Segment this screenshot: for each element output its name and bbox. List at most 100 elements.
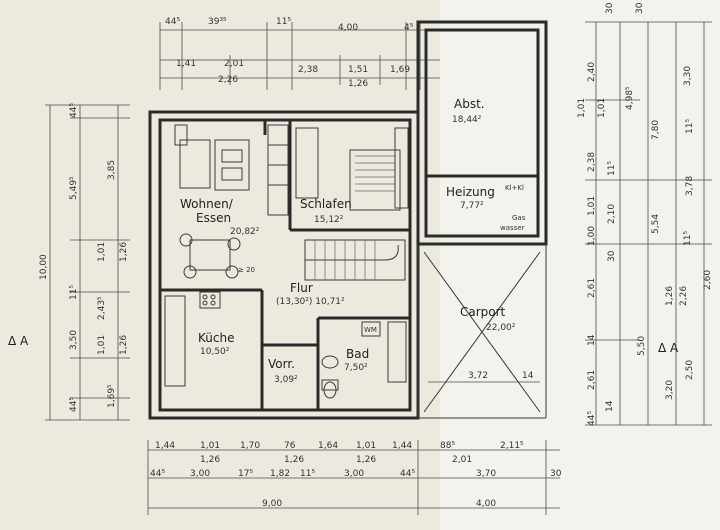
dim-bottom-total-right: 4,00	[476, 499, 496, 509]
dim-left-c3-6: 1,26	[119, 335, 129, 355]
bathroom-fixtures	[321, 321, 407, 399]
room-heizung-area: 7,77²	[460, 201, 484, 211]
dim-bottom3-4: 1,82	[270, 469, 290, 479]
room-abst-name: Abst.	[454, 97, 485, 111]
dim-bottom3-6: 3,00	[344, 469, 364, 479]
carport-14-dim: 14	[522, 371, 534, 381]
dim-top2-1: 1,41	[176, 59, 196, 69]
dim-left-c3-7: 1,69⁵	[107, 384, 117, 408]
dim-bottom3-8: 3,70	[476, 469, 496, 479]
dim-top-3: 11⁵	[276, 17, 291, 27]
room-bad-area: 7,50²	[344, 363, 368, 373]
dim-right-c1-14: 44⁵	[587, 411, 597, 426]
annex-walls	[416, 20, 548, 419]
gas-heater-label: Gas	[512, 214, 526, 222]
dim-top2-2: 2,01	[224, 59, 244, 69]
dim-right-c1-10: 2,61	[587, 278, 597, 298]
top-dimension-lines	[159, 22, 440, 90]
dim-top-4: 4,00	[338, 23, 358, 33]
dim-right-c1-13: 14	[605, 400, 615, 412]
dim-right-c1-6: 2,10	[607, 204, 617, 224]
dim-right-c2-8: 1,26	[665, 286, 675, 306]
dim-right-c1-7: 1,01	[587, 196, 597, 216]
room-wohnen-name2: Essen	[196, 211, 231, 225]
room-flur-name: Flur	[290, 281, 313, 295]
room-wohnen-name: Wohnen/	[180, 197, 234, 211]
dim-right-c1-11: 14	[587, 334, 597, 346]
dim-bottom3-3: 17⁵	[238, 469, 253, 479]
dim-left-c3-4: 2,43⁵	[97, 296, 107, 320]
living-furniture	[174, 124, 289, 279]
room-schlafen-area: 15,12²	[314, 215, 344, 225]
room-kueche-area: 10,50²	[200, 347, 230, 357]
dim-bottom-4: 76	[284, 441, 296, 451]
dim-top3-2: 1,26	[348, 79, 368, 89]
dim-right-c2-11: 2,60	[703, 270, 713, 290]
carport-inner-dim: 3,72	[468, 371, 488, 381]
dim-left-c2-4: 3,50	[69, 330, 79, 350]
room-kueche-name: Küche	[198, 331, 234, 345]
dim-bottom-1: 1,44	[155, 441, 175, 451]
dim-top2-3: 2,38	[298, 65, 318, 75]
dim-bottom3-5: 11⁵	[300, 469, 315, 479]
dim-top-5: 4⁵	[404, 23, 414, 33]
dim-right-c2-5: 11⁵	[685, 119, 695, 134]
dim-right-c1-5: 11⁵	[607, 161, 617, 176]
left-dimension-lines	[45, 104, 130, 421]
room-vorr-area: 3,09²	[274, 375, 298, 385]
dim-bottom-2: 1,01	[200, 441, 220, 451]
gas-heater-label2: wasser	[500, 224, 525, 232]
dim-right-c2-1: 30	[635, 2, 645, 14]
dim-right-c1-2: 1,01	[577, 98, 587, 118]
room-carport-area: 22,00²	[486, 323, 516, 333]
washing-machine-label: WM	[364, 326, 377, 334]
bedroom-furniture	[295, 127, 409, 211]
dim-right-c1-8: 1,00	[587, 226, 597, 246]
staircase	[304, 239, 406, 281]
dim-right-c2-10: 11⁵	[683, 231, 693, 246]
dim-bottom-5: 1,64	[318, 441, 338, 451]
bottom-dimension-lines	[147, 440, 560, 515]
dim-right-c1-1: 2,40	[587, 62, 597, 82]
right-dimension-lines	[585, 21, 712, 426]
dim-bottom3-2: 3,00	[190, 469, 210, 479]
dim-right-c1-9: 30	[607, 250, 617, 262]
section-mark-left: Δ A	[8, 334, 29, 348]
dim-bottom2-1: 1,26	[200, 455, 220, 465]
dim-right-c2-6: 3,78	[685, 176, 695, 196]
dim-right-c1-4: 2,38	[587, 152, 597, 172]
dim-left-c3-2: 1,01	[97, 242, 107, 262]
dim-right-top: 30	[605, 2, 615, 14]
dim-bottom2-2: 1,26	[284, 455, 304, 465]
dim-left-c2-5: 44⁵	[69, 397, 79, 412]
room-flur-area: (13,30²) 10,71²	[276, 297, 345, 307]
dim-bottom3-9: 30	[550, 469, 562, 479]
dim-right-c2-13: 3,20	[665, 380, 675, 400]
room-carport-name: Carport	[460, 305, 506, 319]
dim-bottom-total: 9,00	[262, 499, 282, 509]
dim-left-c2-1: 44⁵	[69, 103, 79, 118]
room-heizung-name: Heizung	[446, 185, 495, 199]
dim-left-c3-3: 1,26	[119, 242, 129, 262]
room-wohnen-area: 20,82²	[230, 227, 260, 237]
room-schlafen-name: Schlafen	[300, 197, 352, 211]
dim-top2-4: 1,51	[348, 65, 368, 75]
dim-bottom-6: 1,01	[356, 441, 376, 451]
dim-bottom2-3: 1,26	[356, 455, 376, 465]
dim-left-c2-3: 11⁵	[69, 285, 79, 300]
dim-right-c1-3: 1,01	[597, 98, 607, 118]
room-abst-area: 18,44²	[452, 115, 482, 125]
dim-left-c3-5: 1,01	[97, 335, 107, 355]
dim-top2-5: 1,69	[390, 65, 410, 75]
dim-left-outer: 10,00	[39, 254, 49, 280]
dim-top3-1: 2,26	[218, 75, 238, 85]
dim-right-c2-7: 5,54	[651, 214, 661, 234]
room-vorr-name: Vorr.	[268, 357, 295, 371]
dim-right-c2-12: 5,50	[637, 336, 647, 356]
kitchen-counter	[164, 291, 221, 387]
heizung-tag: Kl+Kl	[505, 184, 524, 192]
dim-bottom-3: 1,70	[240, 441, 260, 451]
dim-top-1: 44⁵	[165, 17, 180, 27]
dim-right-c2-9: 2,26	[679, 286, 689, 306]
dim-bottom3-1: 44⁵	[150, 469, 165, 479]
